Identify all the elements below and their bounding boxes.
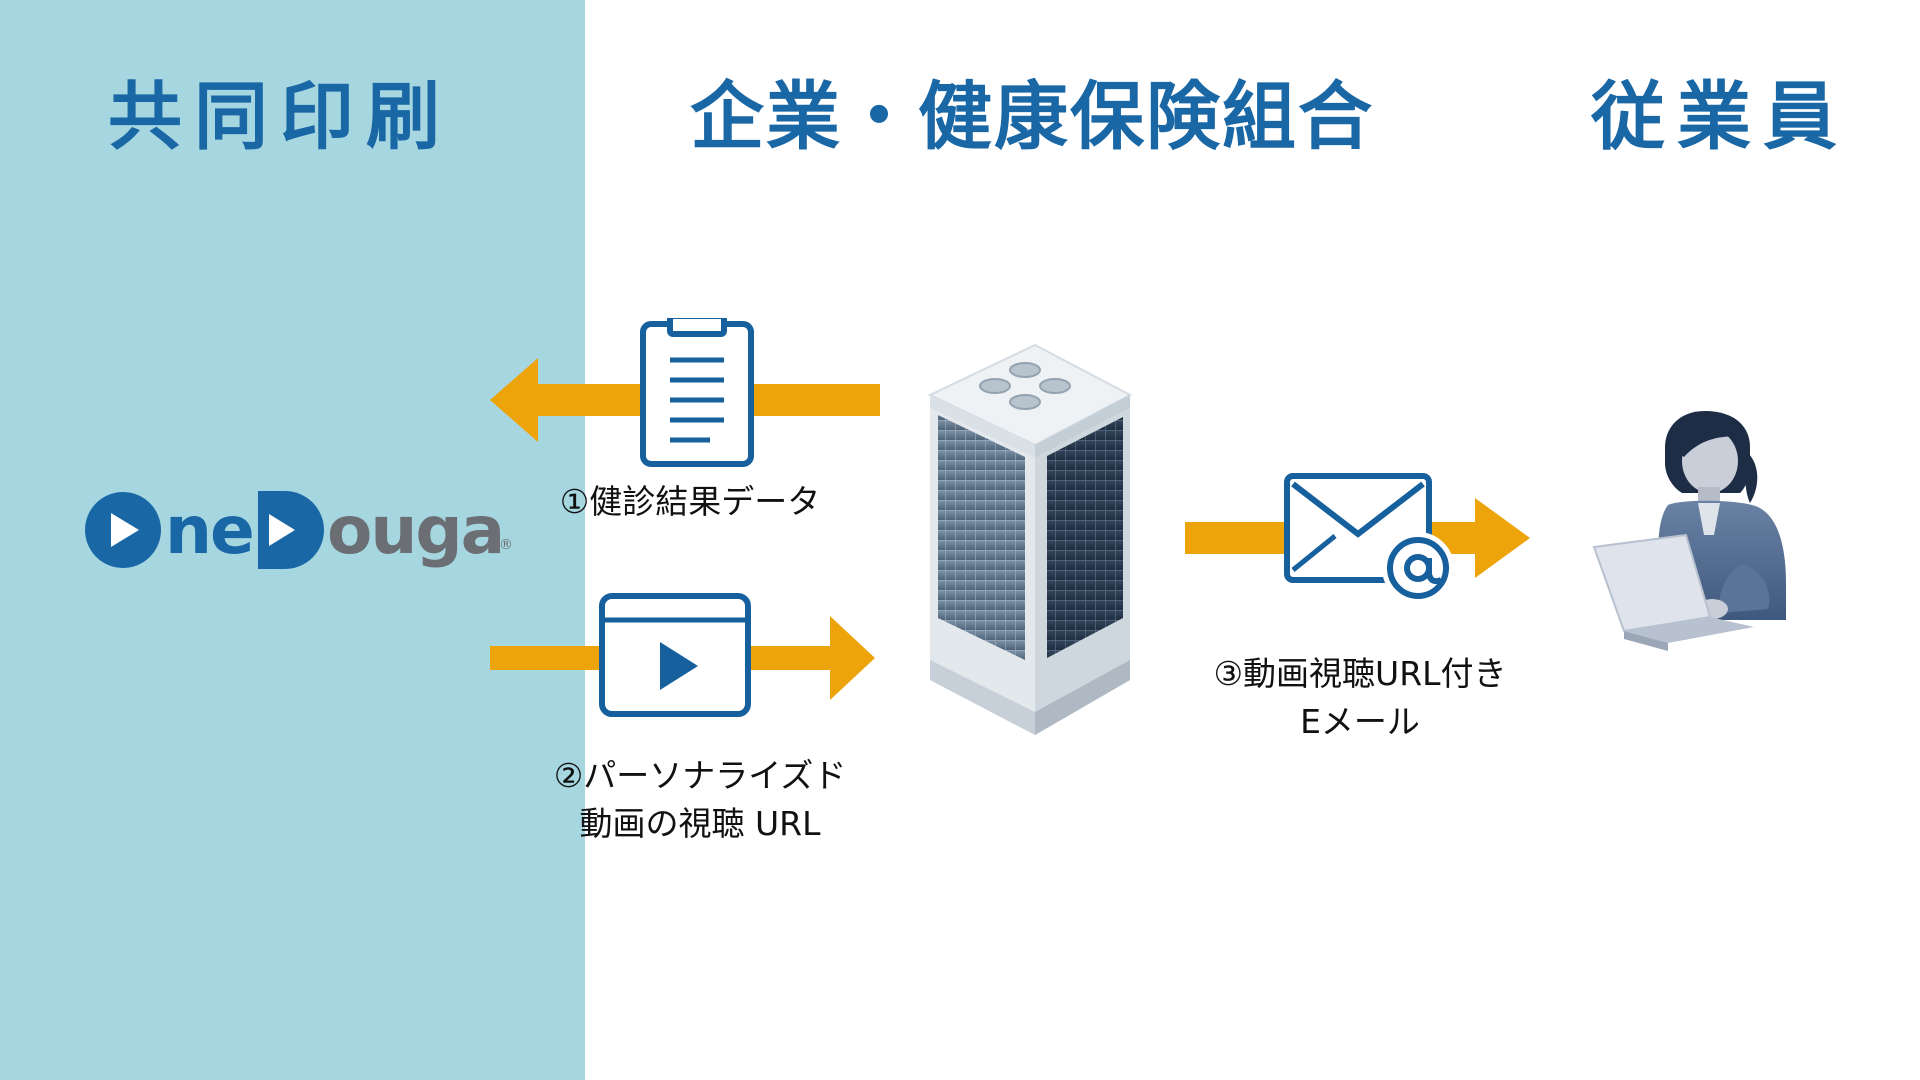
caption-step3-line1: ③動画視聴URL付き (1213, 654, 1507, 693)
employee-laptop-icon (1592, 411, 1786, 651)
logo-text-ne: ne (165, 492, 255, 569)
data-flow-arrow-left (490, 318, 880, 467)
video-player-icon (599, 593, 751, 717)
logo-text-ouga: ouga (327, 492, 505, 569)
logo-registered-mark: ® (499, 537, 513, 553)
caption-step3-line2: Eメール (1300, 702, 1420, 741)
heading-company-health-insurance: 企業・健康保険組合 (690, 74, 1374, 160)
caption-step3-email-with-url: ③動画視聴URL付き Eメール (1170, 650, 1550, 746)
onedouga-logo-graphic (85, 491, 324, 569)
caption-step2-line1: ②パーソナライズド (553, 756, 847, 795)
video-url-arrow-right (490, 593, 875, 717)
clipboard-icon (640, 318, 754, 467)
onedouga-logo: ne ouga ® (85, 485, 515, 575)
email-arrow-right (1185, 473, 1530, 604)
office-building-icon (927, 343, 1133, 735)
heading-kyodo-printing: 共同印刷 (108, 74, 452, 160)
caption-step2-personalized-video-url: ②パーソナライズド 動画の視聴 URL (520, 752, 880, 848)
heading-employees: 従業員 (1591, 74, 1849, 160)
caption-step1-checkup-data: ①健診結果データ (559, 482, 821, 521)
caption-step2-line2: 動画の視聴 URL (579, 804, 821, 843)
email-at-icon (1284, 473, 1454, 604)
